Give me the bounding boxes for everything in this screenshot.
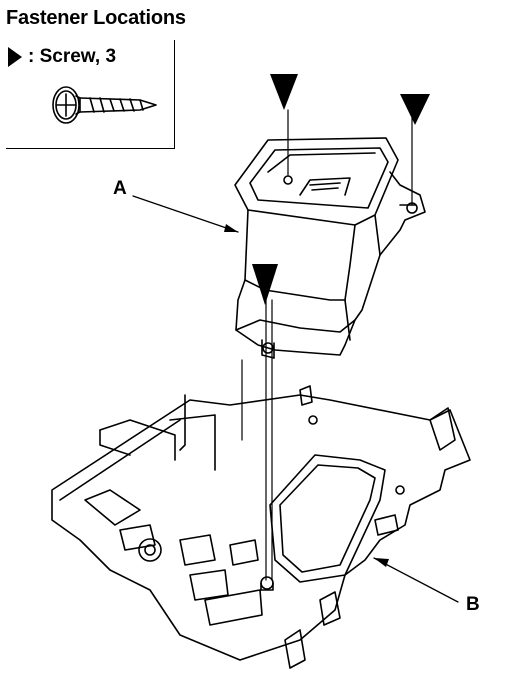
part-a-bin	[234, 137, 426, 359]
screw-marker-2-icon	[400, 94, 430, 125]
legend-row: : Screw, 3	[6, 44, 116, 70]
legend-label: : Screw, 3	[28, 46, 117, 67]
screw-marker-1-icon	[270, 74, 298, 110]
legend-box: : Screw, 3	[6, 40, 175, 149]
screw-alignment-lines	[241, 109, 413, 581]
callout-a: A	[113, 178, 127, 199]
screw-marker-3-icon	[252, 264, 278, 305]
triangle-marker-icon	[8, 47, 22, 67]
page-title: Fastener Locations	[6, 7, 186, 29]
leader-arrows	[132, 195, 459, 603]
part-b-bracket	[51, 385, 471, 669]
screw-illustration	[52, 86, 157, 124]
screw-markers	[252, 74, 430, 305]
callout-b: B	[466, 594, 480, 615]
